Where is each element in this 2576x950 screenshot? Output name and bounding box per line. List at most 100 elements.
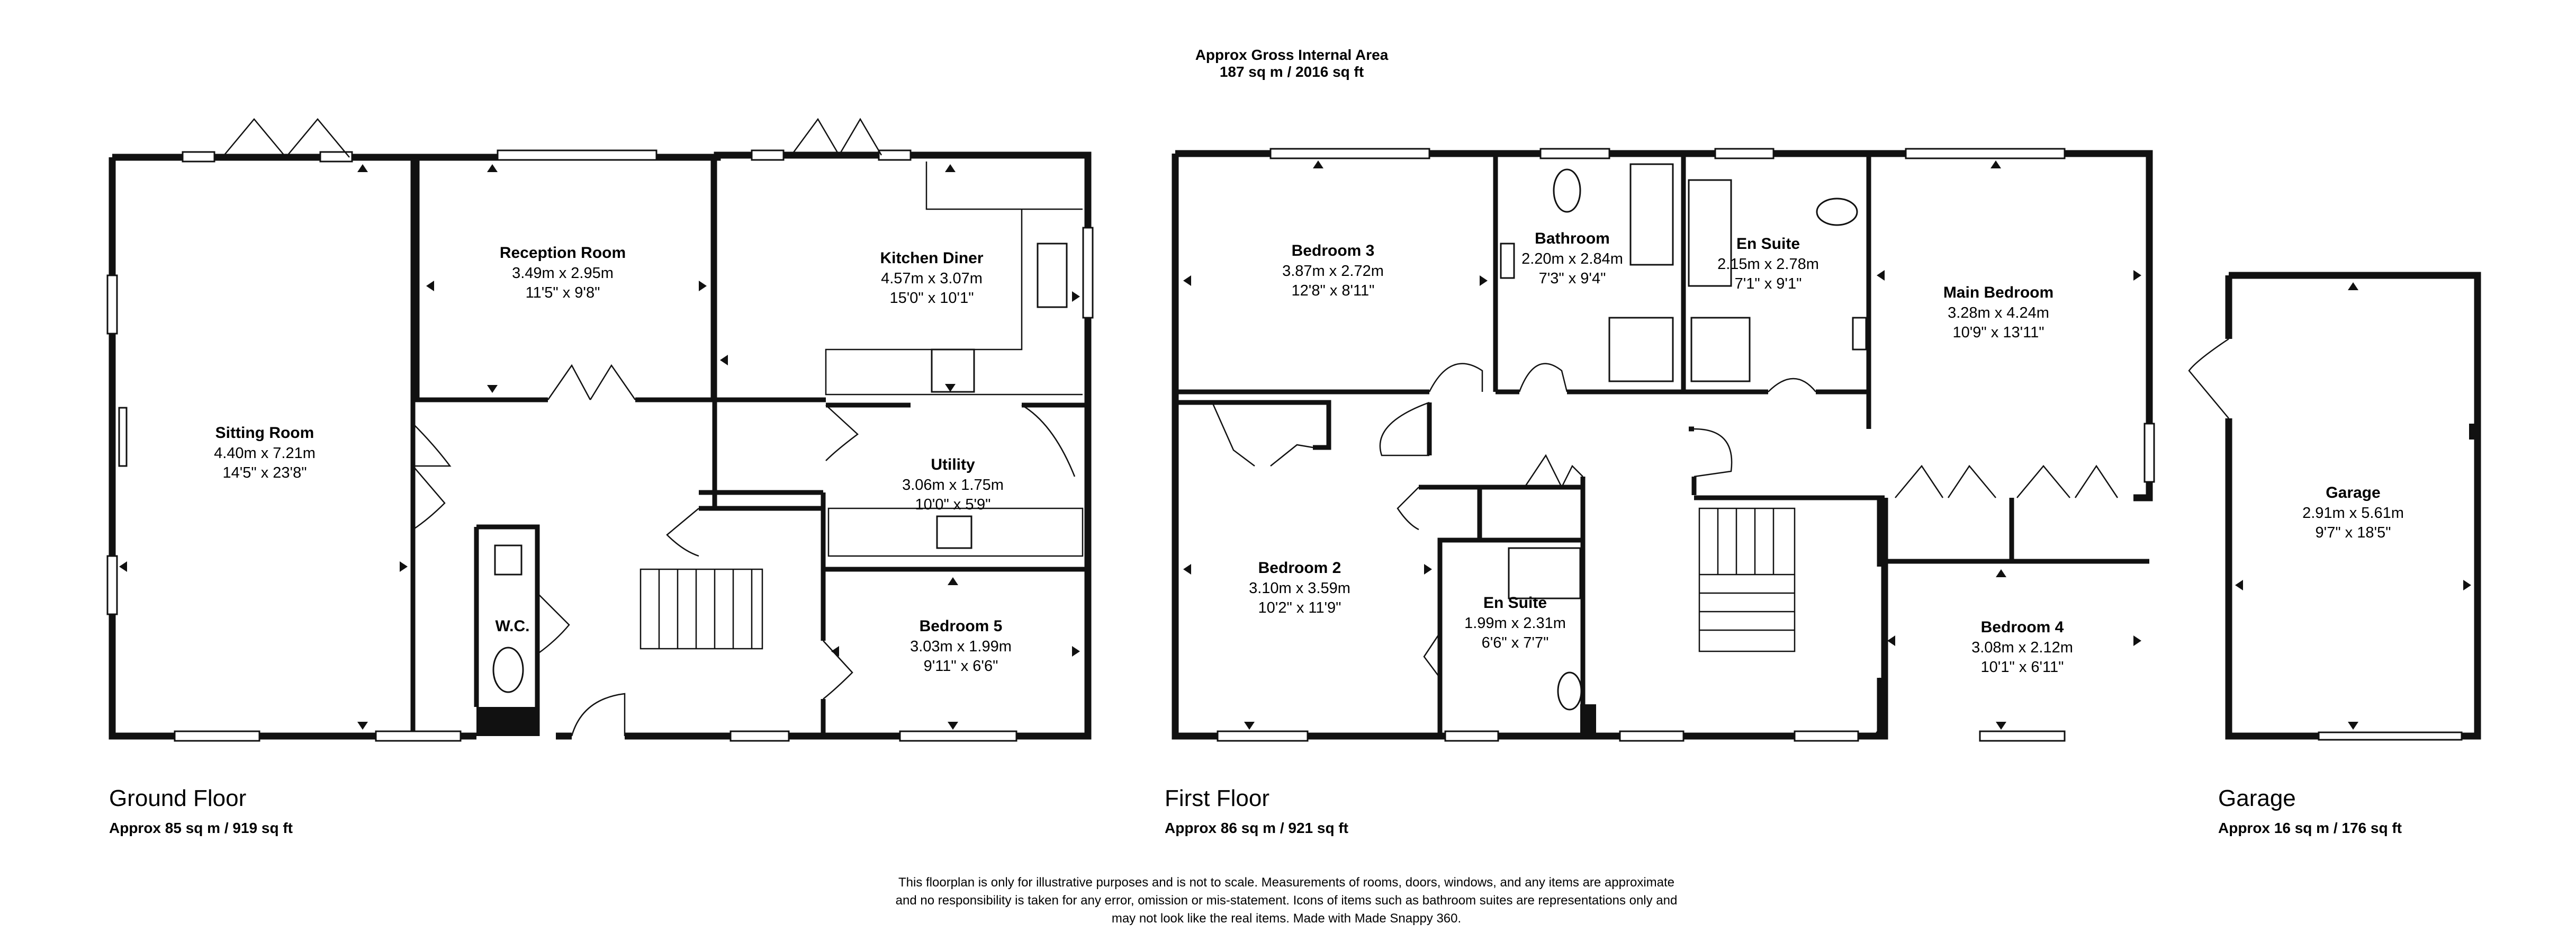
room-metric-en-suite-2: 1.99m x 2.31m <box>1464 615 1566 632</box>
bathroom-door <box>1518 363 1568 392</box>
utility-door <box>825 404 1076 477</box>
garage-outer-wall <box>2225 272 2481 740</box>
first-floor-outer-wall <box>1172 150 2153 740</box>
room-imperial-sitting-room: 14'5" x 23'8" <box>222 464 307 481</box>
front-door <box>571 693 626 737</box>
room-metric-garage: 2.91m x 5.61m <box>2302 505 2404 522</box>
sitting-room-window-front-right <box>375 730 462 742</box>
first-floor-label: First Floor <box>1165 785 1269 811</box>
room-metric-bathroom: 2.20m x 2.84m <box>1521 250 1623 267</box>
bathroom-toilet-icon <box>1553 168 1581 213</box>
room-metric-en-suite-1: 2.15m x 2.78m <box>1717 256 1819 273</box>
ground-floor-label: Ground Floor <box>109 785 247 811</box>
room-name-main-bedroom: Main Bedroom <box>1943 284 2053 301</box>
room-name-bedroom-3: Bedroom 3 <box>1292 242 1375 259</box>
ensuite-toilet-icon <box>1816 198 1858 226</box>
landing-window-left <box>1619 730 1685 742</box>
room-metric-reception-room: 3.49m x 2.95m <box>512 265 614 282</box>
room-metric-bedroom-5: 3.03m x 1.99m <box>910 638 1012 655</box>
ensuite-basin-icon <box>1852 317 1867 351</box>
room-name-bedroom-4: Bedroom 4 <box>1981 619 2064 636</box>
fireplace-icon <box>118 407 128 467</box>
room-metric-bedroom-4: 3.08m x 2.12m <box>1971 639 2073 656</box>
reception-doors <box>547 364 636 400</box>
wc-basin-icon <box>494 544 523 576</box>
gia-value: 187 sq m / 2016 sq ft <box>1219 64 1364 80</box>
bathroom-window <box>1539 148 1610 159</box>
wc-door <box>537 593 570 655</box>
kitchen-window-side <box>1082 227 1094 319</box>
room-metric-main-bedroom: 3.28m x 4.24m <box>1948 304 2049 321</box>
ensuite2-door <box>1397 487 1441 678</box>
main-bedroom-wardrobe-doors <box>1895 464 2119 498</box>
room-imperial-main-bedroom: 10'9" x 13'11" <box>1952 324 2044 341</box>
main-bedroom-window <box>1905 148 2066 159</box>
toilet-icon <box>492 647 524 693</box>
ensuite2-window <box>1444 730 1499 742</box>
room-metric-kitchen-diner: 4.57m x 3.07m <box>881 270 983 287</box>
room-imperial-bedroom-2: 10'2" x 11'9" <box>1258 599 1341 616</box>
ensuite1-window <box>1714 148 1775 159</box>
room-imperial-utility: 10'0" x 5'9" <box>915 496 991 513</box>
bedroom3-door <box>1428 363 1483 392</box>
room-imperial-kitchen-diner: 15'0" x 10'1" <box>889 290 974 307</box>
bedroom2-door <box>1379 401 1430 456</box>
utility-worktop <box>827 507 1084 557</box>
kitchen-window-left <box>751 149 785 161</box>
ensuite2-shower-icon <box>1508 547 1581 599</box>
room-imperial-bathroom: 7'3" x 9'4" <box>1539 270 1606 287</box>
ground-floor-area: Approx 85 sq m / 919 sq ft <box>109 820 293 836</box>
garage-area: Approx 16 sq m / 176 sq ft <box>2218 820 2402 836</box>
ground-floor-internal-walls <box>410 157 1088 736</box>
garage-pillar <box>2469 424 2478 440</box>
sitting-room-door <box>412 423 452 531</box>
bedroom4-door <box>1874 677 1887 737</box>
room-imperial-garage: 9'7" x 18'5" <box>2316 524 2391 541</box>
kitchen-window-right <box>878 149 912 161</box>
first-floor-internal-walls <box>1175 154 2149 736</box>
room-imperial-en-suite-2: 6'6" x 7'7" <box>1482 634 1549 651</box>
room-metric-bedroom-2: 3.10m x 3.59m <box>1249 580 1350 597</box>
ensuite1-door <box>1768 378 1816 392</box>
first-floor-plan: Bedroom 3 3.87m x 2.72m 12'8" x 8'11" Ba… <box>1172 148 2155 742</box>
disclaimer: This floorplan is only for illustrative … <box>783 874 1789 928</box>
room-metric-sitting-room: 4.40m x 7.21m <box>214 445 316 462</box>
bedroom2-window <box>1217 730 1309 742</box>
sitting-room-window-side-lower <box>106 555 118 615</box>
ensuite2-toilet-icon <box>1557 671 1582 711</box>
garage-label: Garage <box>2218 785 2296 811</box>
ground-floor-plan: Sitting Room 4.40m x 7.21m 14'5" x 23'8"… <box>106 118 1094 742</box>
room-name-en-suite-1: En Suite <box>1736 235 1800 253</box>
landing-window-right <box>1794 730 1859 742</box>
main-bedroom-door <box>1694 428 1733 478</box>
bedroom2-wardrobe-doors <box>1211 402 1313 467</box>
gia-title: Approx Gross Internal Area <box>1195 47 1389 63</box>
wc-wall-block <box>476 707 537 736</box>
sitting-room-french-doors <box>222 118 350 158</box>
disclaimer-line-1: This floorplan is only for illustrative … <box>898 875 1674 890</box>
ground-floor-measure-arrows <box>119 164 1080 730</box>
ensuite-shower-icon <box>1690 317 1751 382</box>
hall-doors <box>666 508 853 700</box>
utility-sink-icon <box>936 515 972 549</box>
kitchen-sink-icon <box>1037 243 1068 308</box>
first-floor-measure-arrows <box>1183 160 2141 730</box>
room-metric-utility: 3.06m x 1.75m <box>902 477 1004 494</box>
first-floor-area: Approx 86 sq m / 921 sq ft <box>1165 820 1348 836</box>
kitchen-french-doors <box>790 118 882 156</box>
reception-room-window <box>497 149 657 161</box>
room-metric-bedroom-3: 3.87m x 2.72m <box>1282 263 1384 280</box>
ground-floor-stairs <box>640 568 763 650</box>
room-name-bathroom: Bathroom <box>1535 230 1610 247</box>
garage-side-door <box>2188 338 2229 419</box>
hall-window-front <box>729 730 790 742</box>
room-imperial-bedroom-4: 10'1" x 6'11" <box>1981 659 2064 676</box>
ensuite2-wall-block <box>1580 704 1596 736</box>
room-imperial-en-suite-1: 7'1" x 9'1" <box>1735 275 1802 292</box>
kitchen-worktop <box>825 162 1083 396</box>
bedroom3-window <box>1269 148 1430 159</box>
room-imperial-bedroom-5: 9'11" x 6'6" <box>924 658 998 675</box>
room-name-utility: Utility <box>931 456 975 473</box>
room-imperial-bedroom-3: 12'8" x 8'11" <box>1292 282 1375 299</box>
